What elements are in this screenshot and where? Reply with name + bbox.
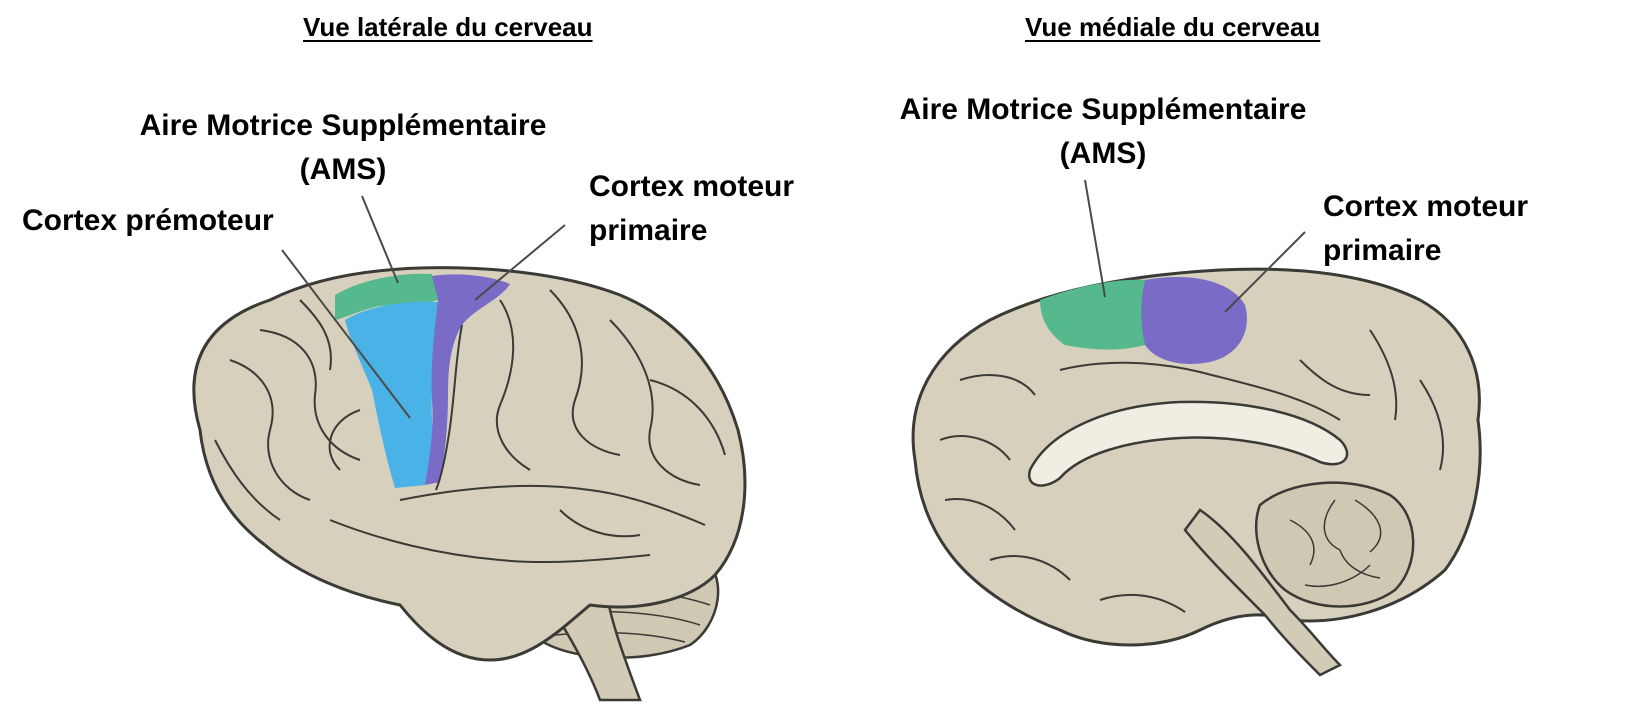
medial-primary-motor-label: Cortex moteur primaire	[1323, 185, 1528, 273]
medial-brain-illustration	[911, 179, 1482, 677]
lateral-sulci	[214, 289, 726, 564]
lateral-cerebrum	[192, 266, 747, 662]
lateral-brain-illustration	[192, 195, 747, 702]
medial-view-title: Vue médiale du cerveau	[1025, 12, 1321, 42]
medial-view-panel: Vue médiale du cerveau Aire Motrice Supp…	[900, 0, 1643, 720]
medial-ams-label-line2: (AMS)	[1059, 137, 1147, 170]
medial-primary-leader	[1224, 231, 1306, 313]
lateral-primary-motor-region	[425, 274, 510, 485]
lateral-ams-region	[335, 273, 438, 320]
lateral-ams-label-line2: (AMS)	[299, 153, 387, 186]
medial-brainstem	[1183, 508, 1343, 677]
medial-sulci	[939, 329, 1444, 613]
lateral-view-title: Vue latérale du cerveau	[303, 12, 593, 42]
medial-ams-label-line1: Aire Motrice Supplémentaire	[899, 93, 1307, 126]
lateral-ams-leader	[361, 195, 399, 284]
lateral-ams-label: Aire Motrice Supplémentaire (AMS)	[128, 104, 558, 192]
lateral-primary-leader	[474, 224, 566, 301]
lateral-primary-label-line2: primaire	[589, 214, 708, 247]
medial-primary-motor-region	[1141, 277, 1247, 365]
medial-primary-label-line2: primaire	[1323, 234, 1442, 267]
lateral-primary-motor-label: Cortex moteur primaire	[589, 165, 794, 253]
medial-primary-label-line1: Cortex moteur	[1323, 190, 1529, 223]
lateral-primary-label-line1: Cortex moteur	[589, 170, 795, 203]
lateral-view-panel: Vue latérale du cerveau Aire Motrice Sup…	[22, 12, 794, 702]
medial-ams-leader	[1084, 179, 1106, 298]
medial-ams-label: Aire Motrice Supplémentaire (AMS)	[888, 88, 1318, 176]
lateral-premotor-label: Cortex prémoteur	[22, 204, 274, 237]
medial-cerebellum-folia	[1289, 499, 1382, 587]
medial-corpus-callosum	[1027, 400, 1349, 487]
medial-ams-region	[1040, 279, 1153, 350]
medial-cerebellum	[1254, 481, 1415, 608]
lateral-ams-label-line1: Aire Motrice Supplémentaire	[139, 109, 547, 142]
lateral-premotor-leader	[281, 249, 411, 419]
